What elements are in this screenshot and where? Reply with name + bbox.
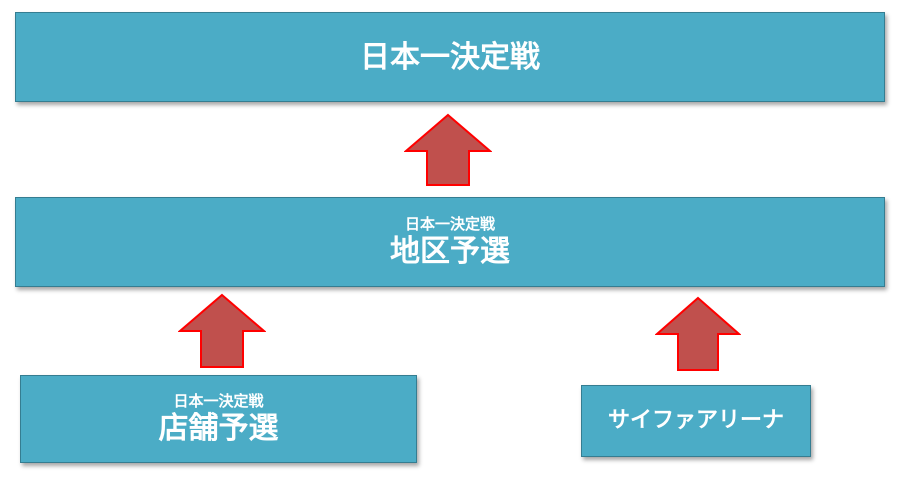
arena-box: サイファアリーナ	[581, 385, 811, 457]
middle-box-regional: 日本一決定戦 地区予選	[15, 197, 885, 287]
up-arrow-icon	[178, 293, 266, 368]
middle-box-subtitle: 日本一決定戦	[404, 215, 495, 234]
up-arrow-icon	[404, 113, 492, 186]
top-box-nationals: 日本一決定戦	[15, 12, 885, 102]
store-box-qualifier: 日本一決定戦 店舗予選	[20, 375, 417, 463]
store-box-title: 店舗予選	[158, 410, 279, 446]
top-box-title: 日本一決定戦	[360, 39, 540, 75]
arena-box-title: サイファアリーナ	[607, 407, 784, 433]
store-box-subtitle: 日本一決定戦	[173, 392, 264, 411]
middle-box-title: 地区予選	[390, 233, 510, 269]
up-arrow-icon	[655, 296, 741, 371]
